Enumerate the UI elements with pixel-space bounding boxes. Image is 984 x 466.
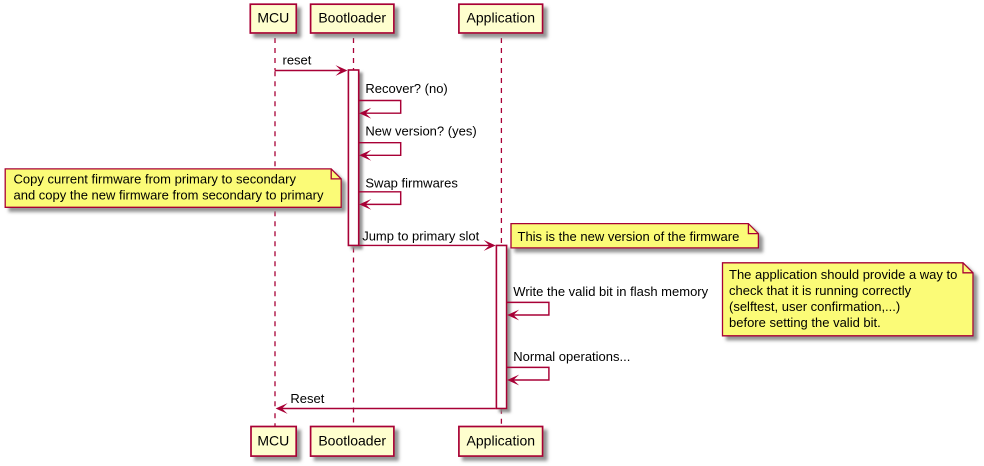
- svg-text:Reset: Reset: [290, 391, 324, 406]
- svg-text:Copy current firmware from pri: Copy current firmware from primary to se…: [14, 171, 297, 186]
- svg-text:before setting the valid bit.: before setting the valid bit.: [729, 315, 881, 330]
- svg-text:Bootloader: Bootloader: [318, 432, 386, 448]
- svg-text:The application should provide: The application should provide a way to: [729, 267, 957, 282]
- svg-text:MCU: MCU: [257, 432, 289, 448]
- svg-text:Bootloader: Bootloader: [318, 10, 386, 26]
- svg-text:check that it is running corre: check that it is running correctly: [729, 283, 912, 298]
- svg-text:New version? (yes): New version? (yes): [365, 124, 476, 139]
- svg-text:(selftest, user confirmation,.: (selftest, user confirmation,...): [729, 299, 900, 314]
- svg-text:MCU: MCU: [257, 10, 289, 26]
- svg-text:Application: Application: [467, 432, 536, 448]
- svg-text:Jump to primary slot: Jump to primary slot: [362, 228, 479, 243]
- svg-text:Application: Application: [467, 10, 536, 26]
- svg-text:reset: reset: [283, 53, 312, 68]
- svg-text:Write the valid bit in flash m: Write the valid bit in flash memory: [513, 284, 708, 299]
- svg-text:Swap firmwares: Swap firmwares: [365, 176, 458, 191]
- svg-text:Normal operations...: Normal operations...: [513, 349, 630, 364]
- svg-text:This is the new version of the: This is the new version of the firmware: [518, 229, 740, 244]
- svg-text:and copy the new firmware from: and copy the new firmware from secondary…: [14, 187, 324, 202]
- svg-text:Recover? (no): Recover? (no): [365, 81, 447, 96]
